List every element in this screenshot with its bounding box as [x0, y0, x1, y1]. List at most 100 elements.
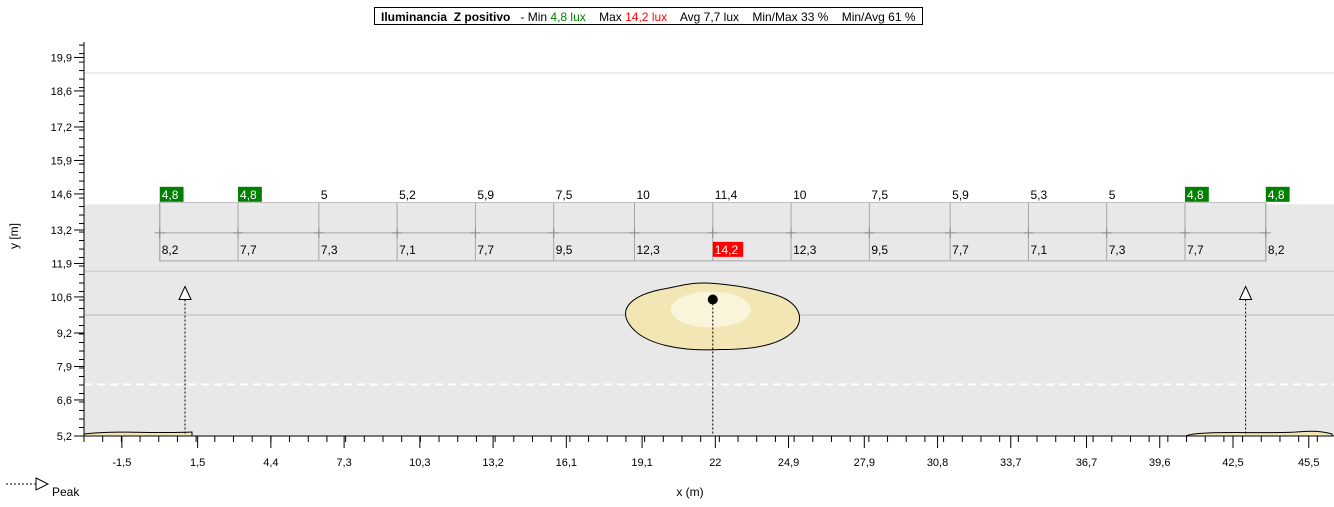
grid-value-top: 7,5: [556, 188, 573, 202]
x-tick-label: 36,7: [1076, 457, 1097, 469]
y-tick-label: 13,2: [51, 225, 72, 237]
y-tick-label: 18,6: [51, 86, 72, 98]
grid-value-top: 4,8: [238, 186, 262, 202]
value-label: 7,3: [1109, 243, 1126, 257]
x-tick-label: 13,2: [482, 457, 503, 469]
value-label: 5,9: [477, 188, 494, 202]
x-tick-label: 10,3: [409, 457, 430, 469]
grid-point-marker: [548, 227, 559, 238]
grid-value-top: 5,9: [952, 188, 969, 202]
grid-point-marker: [1023, 227, 1034, 238]
value-label: 10: [793, 188, 807, 202]
grid-point-marker: [945, 227, 956, 238]
tick-labels: 5,26,67,99,210,611,913,214,615,917,218,6…: [51, 52, 1320, 469]
value-label: 4,8: [1187, 188, 1204, 202]
value-label: 12,3: [637, 243, 661, 257]
header-min-avg: Min/Avg 61 %: [841, 10, 916, 24]
x-axis-label: x (m): [676, 485, 703, 499]
y-tick-label: 15,9: [51, 155, 72, 167]
grid-value-top: 5,2: [399, 188, 416, 202]
grid-value-bottom: 12,3: [793, 243, 817, 257]
header-min-value: 4,8 lux: [550, 10, 586, 24]
value-label: 4,8: [162, 188, 179, 202]
header-min-max: Min/Max 33 %: [752, 10, 829, 24]
grid-point-marker: [629, 227, 640, 238]
grid-value-bottom: 8,2: [1268, 243, 1285, 257]
axes: [74, 42, 1334, 448]
grid-value-bottom: 9,5: [556, 243, 573, 257]
value-label: 7,5: [871, 188, 888, 202]
header-min-label: - Min: [520, 10, 548, 24]
chart-header: Iluminancia Z positivo - Min 4,8 lux Max…: [374, 7, 923, 25]
value-label: 8,2: [1268, 243, 1285, 257]
grid-value-bottom: 7,7: [952, 243, 969, 257]
header-plane: Z positivo: [453, 10, 511, 24]
grid-value-top: 4,8: [1265, 186, 1290, 202]
header-avg: Avg 7,7 lux: [679, 10, 739, 24]
peak-legend-icon: [6, 477, 50, 491]
x-tick-label: 24,9: [778, 457, 799, 469]
value-label: 7,7: [1187, 243, 1204, 257]
x-tick-label: 19,1: [631, 457, 652, 469]
value-label: 5: [321, 188, 328, 202]
grid-point-marker: [313, 227, 324, 238]
y-tick-label: 7,9: [57, 361, 72, 373]
grid-value-top: 4,8: [159, 186, 184, 202]
x-tick-label: 1,5: [190, 457, 205, 469]
value-label: 5,2: [399, 188, 416, 202]
grid-value-bottom: 7,1: [1030, 243, 1047, 257]
grid-value-bottom: 12,3: [637, 243, 661, 257]
peak-arrow-icon: [1238, 285, 1253, 301]
x-tick-label: 7,3: [336, 457, 351, 469]
y-tick-label: 9,2: [57, 328, 72, 340]
peak-legend-label: Peak: [52, 485, 80, 499]
peak-arrow-icon: [178, 285, 192, 301]
value-highlight: [1265, 186, 1290, 202]
value-label: 9,5: [556, 243, 573, 257]
grid-value-bottom: 14,2: [712, 241, 744, 257]
luminaire-isolines: [83, 282, 1333, 437]
grid-point-marker: [1101, 227, 1112, 238]
grid-value-bottom: 7,7: [477, 243, 494, 257]
value-label: 5,9: [952, 188, 969, 202]
grid-point-marker: [233, 227, 244, 238]
y-tick-label: 19,9: [51, 52, 72, 64]
x-tick-label: 45,5: [1298, 457, 1319, 469]
header-max-label: Max: [599, 10, 622, 24]
grid-point-marker: [1180, 227, 1191, 238]
y-tick-label: 6,6: [57, 395, 72, 407]
gridlines: [154, 202, 1271, 262]
value-label: 7,5: [556, 188, 573, 202]
value-label: 8,2: [162, 243, 179, 257]
grid-value-top: 5,9: [477, 188, 494, 202]
x-tick-label: -1,5: [112, 457, 131, 469]
x-tick-label: 4,4: [263, 457, 278, 469]
grid-point-marker: [392, 227, 403, 238]
isoline-core: [670, 291, 751, 328]
calculation-band: [84, 72, 1334, 436]
grid-point-marker: [1260, 227, 1271, 238]
y-tick-label: 14,6: [51, 189, 72, 201]
value-label: 5,3: [1030, 188, 1047, 202]
grid-value-bottom: 7,3: [321, 243, 338, 257]
grid-point-marker: [707, 227, 718, 238]
x-tick-label: 22: [709, 457, 721, 469]
x-tick-label: 42,5: [1222, 457, 1243, 469]
x-tick-label: 30,8: [927, 457, 948, 469]
value-label: 9,5: [871, 243, 888, 257]
grid-value-top: 10: [793, 188, 807, 202]
x-tick-label: 27,9: [854, 457, 875, 469]
grid-value-top: 7,5: [871, 188, 888, 202]
value-label: 11,4: [715, 188, 738, 202]
value-highlight: [712, 241, 744, 257]
grid-point-marker: [154, 227, 165, 238]
grid-value-top: 5: [321, 188, 328, 202]
isoline-left-edge: [83, 431, 193, 437]
value-label: 10: [637, 188, 651, 202]
y-axis-label: y [m]: [7, 223, 21, 249]
value-label: 12,3: [793, 243, 817, 257]
value-label: 7,7: [952, 243, 969, 257]
grid-value-top: 5: [1109, 188, 1116, 202]
